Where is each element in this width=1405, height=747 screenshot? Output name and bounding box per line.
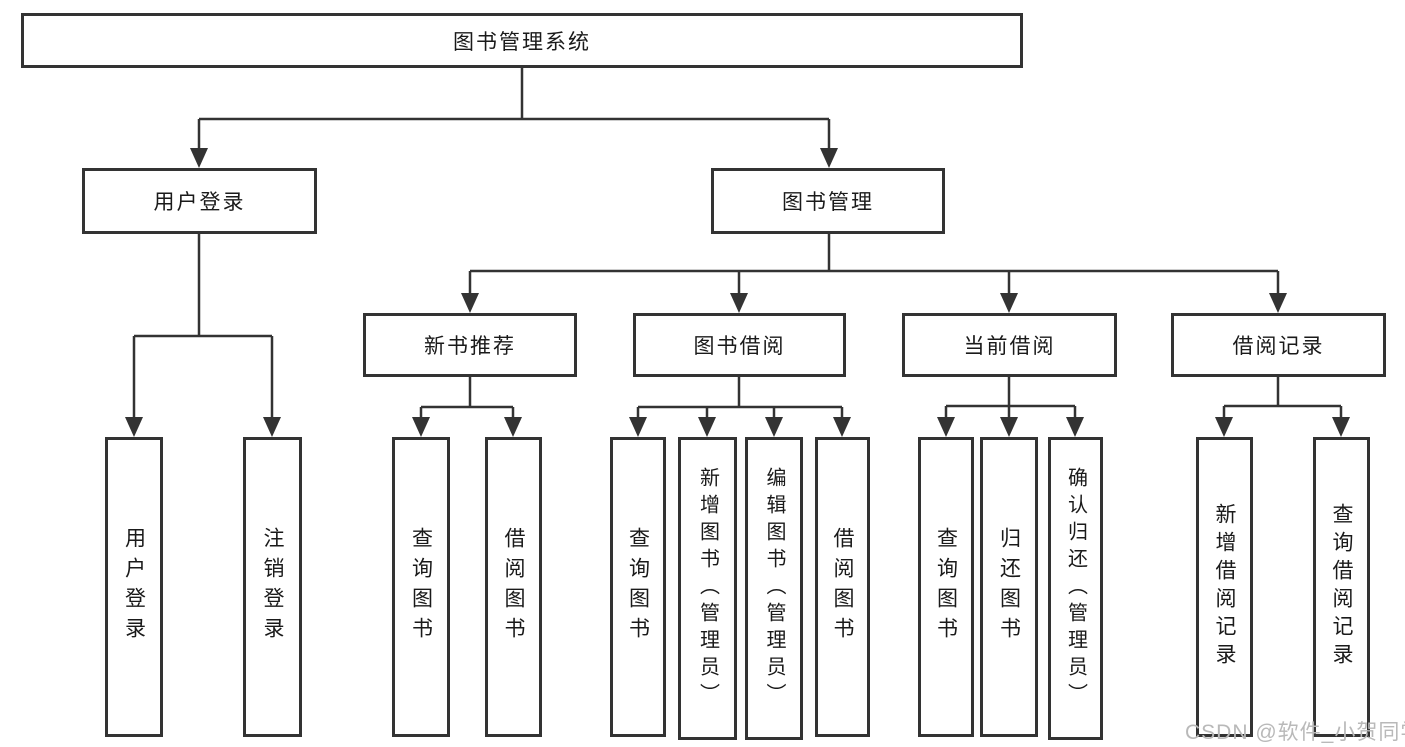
- leaf-borrow-books-recommend: 借阅图书: [485, 437, 542, 737]
- node-user-login-branch: 用户登录: [82, 168, 317, 234]
- node-new-book-recommend: 新书推荐: [363, 313, 577, 377]
- leaf-return-books: 归还图书: [980, 437, 1038, 737]
- leaf-add-books-admin: 新增图书（管理员）: [678, 437, 737, 740]
- leaf-query-books-borrowing: 查询图书: [610, 437, 666, 737]
- leaf-add-borrow-record: 新增借阅记录: [1196, 437, 1253, 737]
- node-current-borrowing: 当前借阅: [902, 313, 1117, 377]
- leaf-user-login: 用户登录: [105, 437, 163, 737]
- leaf-query-books-recommend: 查询图书: [392, 437, 450, 737]
- leaf-query-borrow-record: 查询借阅记录: [1313, 437, 1370, 737]
- leaf-borrow-books: 借阅图书: [815, 437, 870, 737]
- leaf-confirm-return-admin: 确认归还（管理员）: [1048, 437, 1103, 740]
- node-book-borrowing: 图书借阅: [633, 313, 846, 377]
- leaf-logout: 注销登录: [243, 437, 302, 737]
- node-library-management-system: 图书管理系统: [21, 13, 1023, 68]
- csdn-watermark: CSDN @软件_小贺同学: [1185, 721, 1405, 744]
- node-borrowing-records: 借阅记录: [1171, 313, 1386, 377]
- node-book-management-branch: 图书管理: [711, 168, 945, 234]
- leaf-edit-books-admin: 编辑图书（管理员）: [745, 437, 803, 740]
- leaf-query-books-current: 查询图书: [918, 437, 974, 737]
